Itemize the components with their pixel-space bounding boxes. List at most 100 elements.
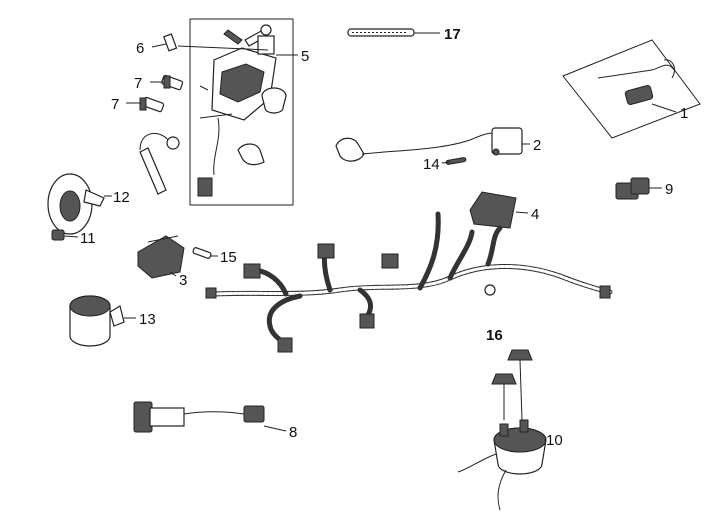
key-head	[260, 24, 272, 36]
socket-housing	[149, 407, 185, 427]
ignition-lock-top	[257, 35, 275, 55]
relay-10-post-a	[499, 423, 509, 437]
harness-ring-terminal	[484, 284, 496, 296]
bolt-7-lower-head	[139, 97, 147, 111]
ignition-group-frame	[189, 18, 294, 206]
bolts-part-7	[139, 74, 184, 113]
callout-10: 10	[546, 432, 563, 449]
harness-branch-c	[447, 229, 475, 281]
leader-6	[177, 45, 269, 51]
callout-3: 3	[179, 272, 187, 289]
callout-1: 1	[680, 105, 688, 122]
key-blank	[223, 29, 243, 45]
sensor-body	[624, 85, 654, 105]
leader-8	[263, 425, 287, 432]
screw-14	[445, 157, 467, 165]
harness-connector-g	[205, 287, 217, 299]
socket-plug	[243, 405, 265, 423]
sensor-part-1	[562, 39, 701, 139]
connector-part-9	[615, 177, 650, 200]
sensor-frame	[562, 39, 701, 139]
callout-5: 5	[301, 48, 309, 65]
cap-16-b	[491, 373, 517, 385]
sensor-wire	[597, 64, 675, 79]
horn-center	[59, 190, 81, 222]
cap-16-a	[507, 349, 533, 361]
leader-4	[515, 211, 529, 214]
horn-bracket	[83, 189, 105, 207]
leader-internal-a	[199, 85, 209, 91]
relay-10-wire-a	[457, 453, 497, 473]
callout-7-upper: 7	[134, 75, 142, 92]
harness-branch-e	[485, 225, 503, 267]
leader-6b	[151, 43, 167, 48]
sensor-loop	[663, 59, 675, 79]
harness-branch-a	[266, 293, 303, 347]
regulator-body	[137, 235, 185, 279]
relay-part-13	[69, 295, 125, 347]
harness-connector-d	[381, 253, 399, 269]
callout-15: 15	[220, 249, 237, 266]
spark-plug-cap	[335, 137, 365, 162]
starter-relay-part-10	[457, 359, 547, 511]
coil-terminal	[492, 148, 500, 156]
relay-10-wire-b	[497, 469, 507, 511]
callout-12: 12	[113, 189, 130, 206]
harness-connector-b	[277, 337, 293, 353]
regulator-part-3	[137, 235, 185, 279]
bent-tube-a	[139, 132, 169, 151]
screw-part-6	[163, 33, 178, 52]
leader-3	[169, 271, 177, 277]
screw-15	[192, 247, 212, 259]
leader-16-a	[519, 359, 523, 421]
callout-6: 6	[136, 40, 144, 57]
relay-box-part-4	[469, 191, 517, 229]
harness-connector-a	[243, 263, 261, 279]
callout-7-lower: 7	[111, 96, 119, 113]
harness-connector-c	[359, 313, 375, 329]
relay-10-post-b	[519, 419, 529, 433]
bent-tube-b	[139, 147, 167, 195]
main-wiring-harness	[205, 211, 613, 353]
leader-1	[651, 103, 677, 113]
regulator-fin	[147, 235, 179, 243]
leader-14	[441, 161, 451, 164]
callout-14: 14	[423, 156, 440, 173]
leader-11	[63, 235, 79, 238]
seat-lock-actuator	[237, 143, 265, 166]
power-socket-part-8	[133, 401, 265, 433]
ignition-connector	[197, 177, 213, 197]
connector-9-b	[630, 177, 650, 195]
callout-11: 11	[80, 230, 96, 247]
bolt-7-upper-head	[163, 75, 171, 89]
screw-6	[163, 33, 178, 52]
callout-labels: 1 2 3 4 5 6 7 7 8 9 10 11 12 13 14 15 16…	[80, 26, 688, 449]
callout-9: 9	[665, 181, 673, 198]
harness-connector-f	[599, 285, 611, 299]
callout-17: 17	[444, 26, 461, 43]
bent-tube-eye	[166, 136, 180, 150]
harness-connector-e	[317, 243, 335, 259]
relay-top	[69, 295, 111, 317]
socket-wire	[183, 411, 245, 415]
relay-tab	[109, 305, 125, 327]
caps-part-16	[491, 349, 533, 385]
ignition-wire	[213, 117, 220, 176]
horn-part-12	[47, 173, 105, 235]
callout-13: 13	[139, 311, 156, 328]
leader-internal-b	[199, 113, 233, 119]
callout-8: 8	[289, 424, 297, 441]
ignition-coil-part-2	[335, 127, 523, 162]
harness-trunk-wrap	[212, 264, 612, 296]
callout-2: 2	[533, 137, 541, 154]
ignition-switch-group	[177, 18, 294, 206]
callout-16: 16	[486, 327, 503, 344]
coil-hv-lead	[361, 132, 497, 155]
ignition-core	[219, 63, 265, 103]
coil-body	[491, 127, 523, 155]
socket-body	[133, 401, 153, 433]
rubber-bushing	[261, 87, 287, 114]
callout-4: 4	[531, 206, 539, 223]
